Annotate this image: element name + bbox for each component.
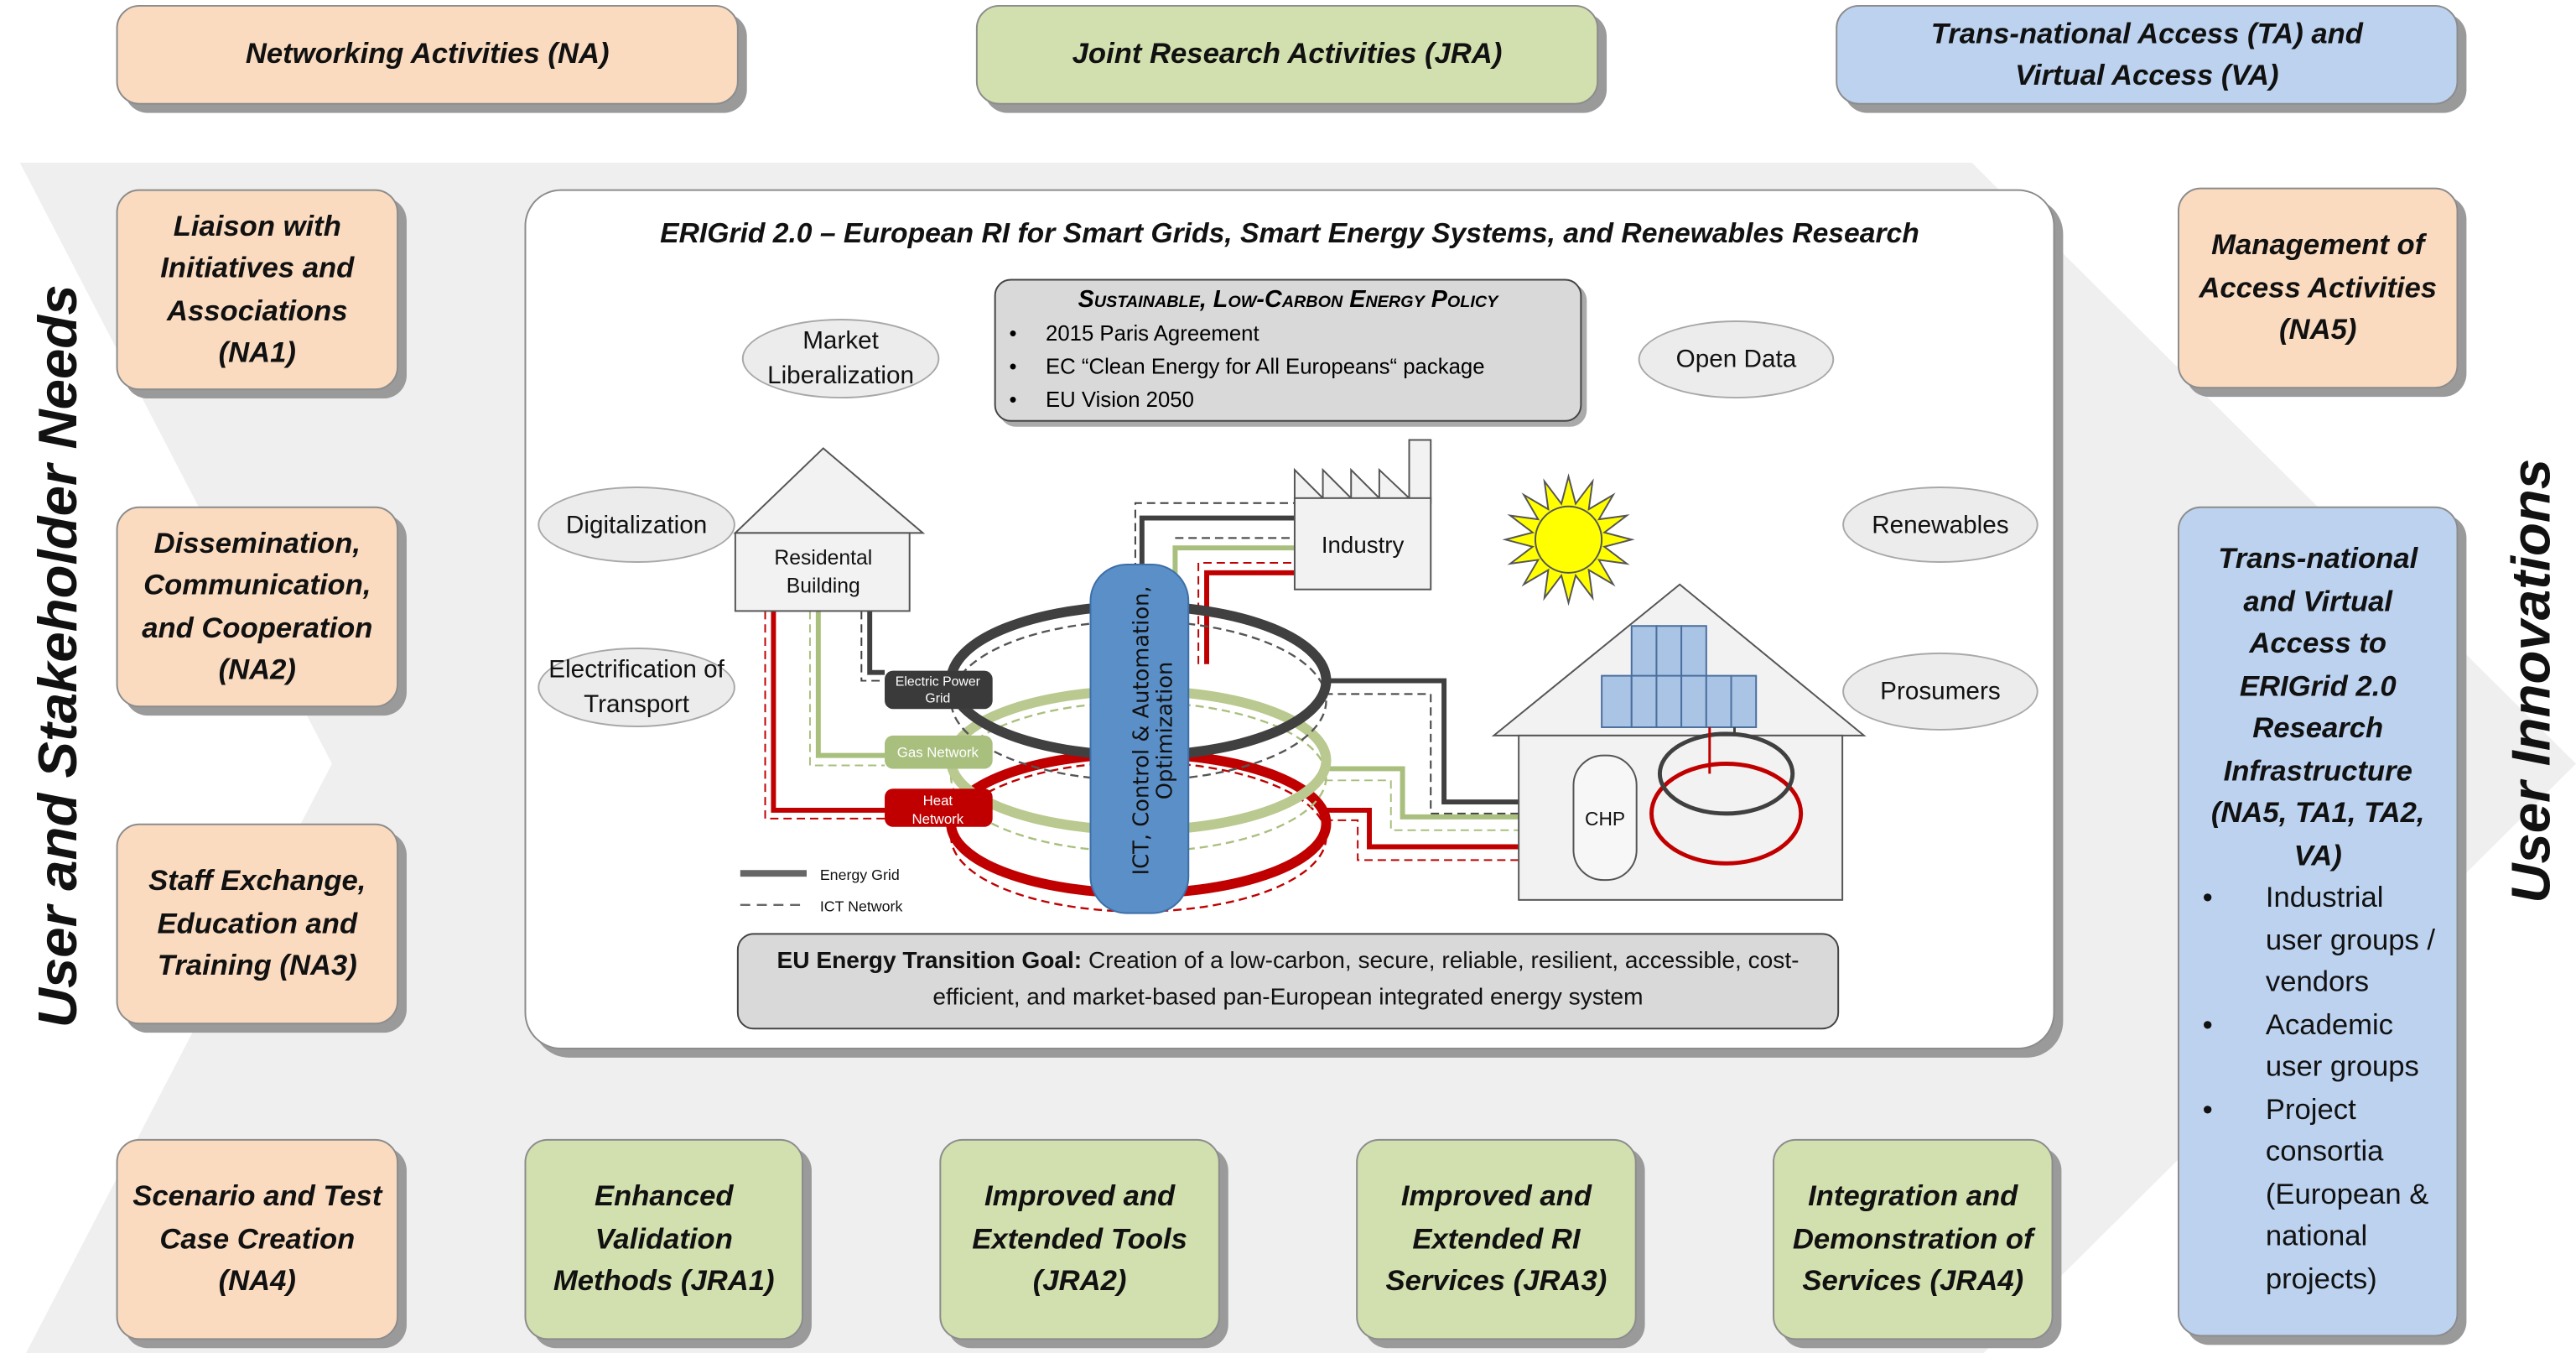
legend-energy-label: Energy Grid: [820, 866, 900, 883]
chp-label: CHP: [1585, 808, 1625, 830]
policy-list: 2015 Paris Agreement EC “Clean Energy fo…: [996, 317, 1581, 417]
na2-label: Dissemination, Communication, and Cooper…: [142, 525, 373, 686]
networking-activities-box: Networking Activities (NA): [116, 4, 739, 105]
jra1-box: Enhanced Validation Methods (JRA1): [524, 1138, 804, 1340]
na4-label: Scenario and Test Case Creation (NA4): [132, 1179, 382, 1298]
electrification-bubble: Electrification of Transport: [538, 647, 735, 727]
na1-box: Liaison with Initiatives and Association…: [116, 189, 399, 391]
house-building: [1518, 734, 1844, 901]
industry-roof: [1293, 439, 1432, 504]
residential-roof: [733, 447, 926, 534]
sun-icon: [1502, 473, 1635, 606]
goal-box: EU Energy Transition Goal: Creation of a…: [736, 933, 1840, 1030]
list-item: Industrial user groups / vendors: [2203, 877, 2447, 1003]
solar-panel-icon: [1601, 625, 1758, 728]
digitalization-bubble: Digitalization: [538, 486, 735, 564]
gas-network-tag: [885, 735, 993, 769]
na3-box: Staff Exchange, Education and Training (…: [116, 823, 399, 1025]
heat-line-residential: [771, 611, 886, 813]
policy-title: Sustainable, Low-Carbon Energy Policy: [1078, 287, 1498, 315]
electric-grid-tag: [885, 670, 993, 710]
jra4-label: Integration and Demonstration of Service…: [1792, 1179, 2033, 1298]
industry-label: Industry: [1322, 532, 1405, 558]
renewables-bubble: Renewables: [1842, 486, 2038, 564]
policy-box: Sustainable, Low-Carbon Energy Policy 20…: [994, 278, 1582, 422]
jra2-box: Improved and Extended Tools (JRA2): [939, 1138, 1220, 1340]
electric-line-residential: [867, 611, 886, 675]
gas-line-house: [1324, 766, 1574, 820]
ta-label-line1: Trans-national Access (TA) and: [1930, 15, 2363, 49]
legend-ict-label: ICT Network: [820, 898, 903, 915]
list-item: EC “Clean Energy for All Europeans“ pack…: [1009, 351, 1580, 384]
na4-box: Scenario and Test Case Creation (NA4): [116, 1138, 399, 1340]
center-title: ERIGrid 2.0 – European RI for Smart Grid…: [660, 217, 1919, 249]
access-user-list: Industrial user groups / vendors Academi…: [2189, 877, 2447, 1300]
na2-box: Dissemination, Communication, and Cooper…: [116, 506, 399, 708]
jra3-box: Improved and Extended RI Services (JRA3): [1356, 1138, 1637, 1340]
house-electric-ring: [1657, 731, 1795, 816]
na3-label: Staff Exchange, Education and Training (…: [148, 863, 366, 982]
na5-label: Management of Access Activities (NA5): [2199, 227, 2438, 346]
transnational-access-box: Trans-national Access (TA) and Virtual A…: [1836, 4, 2459, 105]
na-label: Networking Activities (NA): [245, 37, 610, 70]
jra4-box: Integration and Demonstration of Service…: [1772, 1138, 2054, 1340]
joint-research-activities-box: Joint Research Activities (JRA): [975, 4, 1599, 105]
jra-label: Joint Research Activities (JRA): [1072, 37, 1503, 70]
access-title: Trans-national and Virtual Access to ERI…: [2210, 541, 2425, 872]
residential-building: [734, 532, 911, 612]
jra3-label: Improved and Extended RI Services (JRA3): [1385, 1179, 1607, 1298]
gas-line-residential: [815, 611, 886, 758]
list-item: Project consortia (European & national p…: [2203, 1088, 2447, 1299]
heat-network-tag: [885, 788, 993, 827]
market-liberalization-bubble: Market Liberalization: [741, 319, 940, 399]
sun-disc: [1534, 505, 1603, 574]
gas-network-label: Gas Network: [897, 745, 979, 761]
jra2-label: Improved and Extended Tools (JRA2): [972, 1179, 1187, 1298]
goal-label: EU Energy Transition Goal:: [776, 948, 1083, 975]
heat-line-house: [1324, 807, 1574, 850]
list-item: Academic user groups: [2203, 1004, 2447, 1089]
open-data-bubble: Open Data: [1638, 320, 1835, 399]
ta-label-line2: Virtual Access (VA): [2015, 58, 2279, 91]
list-item: EU Vision 2050: [1009, 383, 1580, 417]
industry-building: [1293, 497, 1432, 591]
prosumers-bubble: Prosumers: [1842, 652, 2038, 731]
ict-column-label: ICT, Control & Automation,Optimization: [1130, 585, 1178, 875]
na1-label: Liaison with Initiatives and Association…: [160, 208, 355, 369]
chp-unit: [1572, 754, 1638, 882]
na5-box: Management of Access Activities (NA5): [2177, 187, 2459, 389]
access-box: Trans-national and Virtual Access to ERI…: [2177, 506, 2459, 1337]
goal-text: Creation of a low-carbon, secure, reliab…: [932, 948, 1800, 1012]
electric-line-house: [1324, 678, 1574, 805]
house-heat-ring: [1649, 762, 1804, 866]
heat-line-industry: [1204, 570, 1295, 664]
ict-column: [1089, 564, 1190, 914]
list-item: 2015 Paris Agreement: [1009, 317, 1580, 351]
jra1-label: Enhanced Validation Methods (JRA1): [553, 1179, 775, 1298]
